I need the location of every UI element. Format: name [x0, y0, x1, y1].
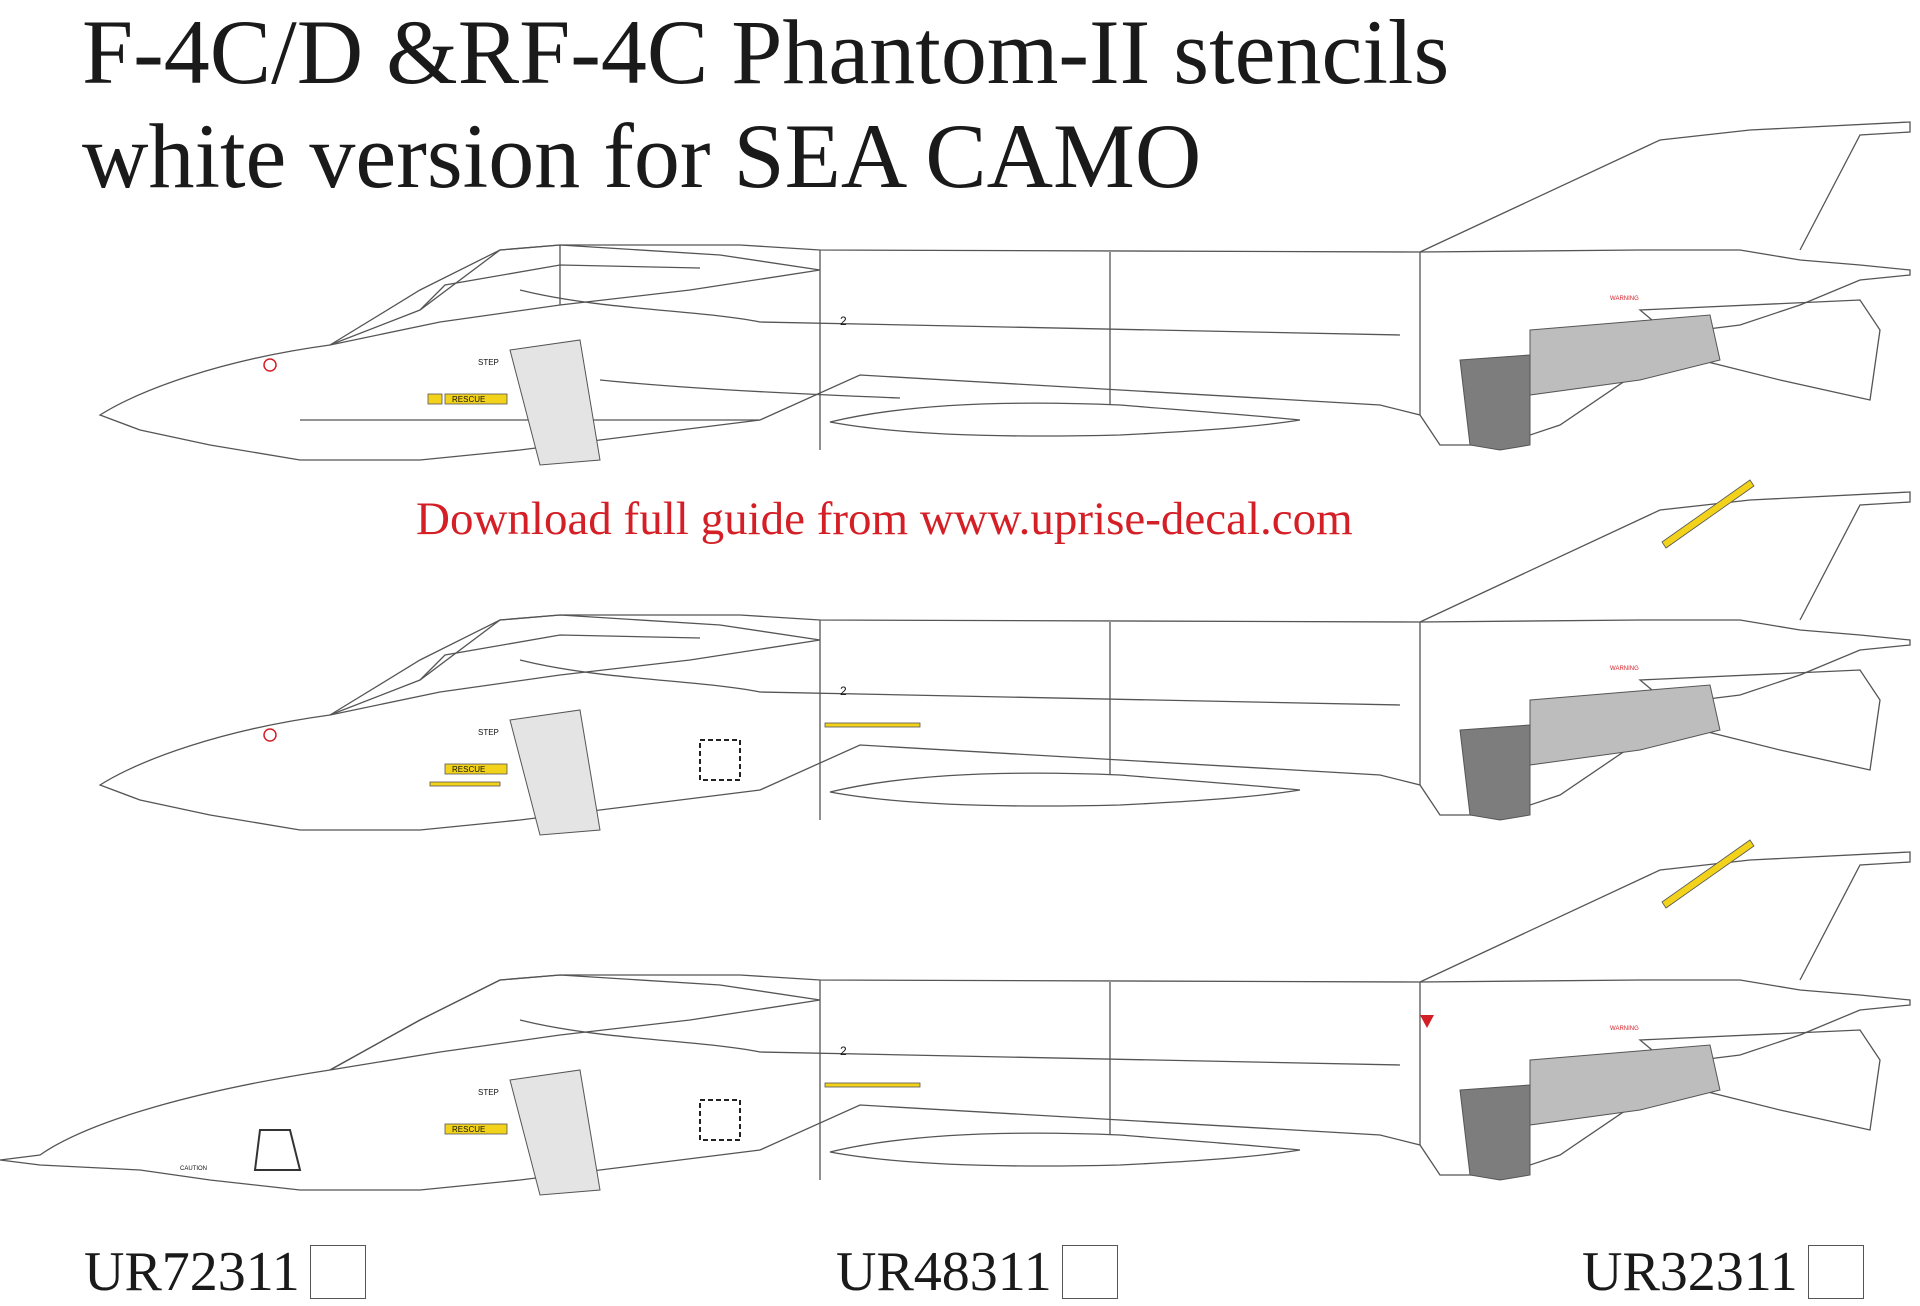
aircraft-profile-2: RESCUE STEP 2 WARNING	[0, 430, 1920, 836]
red-marker-icon	[263, 358, 277, 372]
aircraft-drawing-3: RESCUE STEP 2 CAUTION WARNING	[0, 839, 1911, 1196]
number-label: 2	[840, 314, 847, 328]
number-label: 2	[840, 1044, 847, 1058]
order-code-32: UR32311	[1582, 1242, 1864, 1302]
red-marker-icon	[263, 728, 277, 742]
step-label: STEP	[478, 728, 499, 737]
order-checkbox[interactable]	[1807, 1245, 1864, 1299]
aircraft-drawing-1: RESCUE STEP 2 WARNING	[98, 121, 1911, 466]
order-checkbox[interactable]	[1061, 1245, 1118, 1299]
aircraft-profile-3: RESCUE STEP 2 CAUTION WARNING	[0, 800, 1920, 1200]
warning-label: WARNING	[1610, 1026, 1639, 1032]
warning-label: WARNING	[1610, 296, 1639, 302]
order-codes: UR72311 UR48311 UR32311	[0, 1240, 1920, 1306]
order-code-text: UR48311	[836, 1241, 1052, 1303]
aircraft-drawing-2: RESCUE STEP 2 WARNING	[98, 479, 1911, 836]
order-checkbox[interactable]	[309, 1245, 366, 1299]
step-label: STEP	[478, 1088, 499, 1097]
title-line-1: F-4C/D &RF-4C Phantom-II stencils	[82, 1, 1450, 103]
order-code-72: UR72311	[84, 1242, 366, 1302]
page-title: F-4C/D &RF-4C Phantom-II stencils white …	[82, 0, 1449, 208]
warning-label: WARNING	[1610, 666, 1639, 672]
order-code-text: UR32311	[1582, 1241, 1798, 1303]
rescue-label: RESCUE	[452, 395, 485, 404]
caution-label: CAUTION	[180, 1166, 207, 1172]
number-label: 2	[840, 684, 847, 698]
rescue-label: RESCUE	[452, 1125, 485, 1134]
order-code-text: UR72311	[84, 1241, 300, 1303]
red-triangle-icon	[1420, 1015, 1434, 1028]
download-link-text-overlay[interactable]: Download full guide from www.uprise-deca…	[412, 492, 1357, 546]
aircraft-profile-1: RESCUE STEP 2 WARNING	[0, 60, 1920, 466]
step-label: STEP	[478, 358, 499, 367]
order-code-48: UR48311	[836, 1242, 1118, 1302]
rescue-label: RESCUE	[452, 765, 485, 774]
title-line-2: white version for SEA CAMO	[82, 105, 1202, 207]
